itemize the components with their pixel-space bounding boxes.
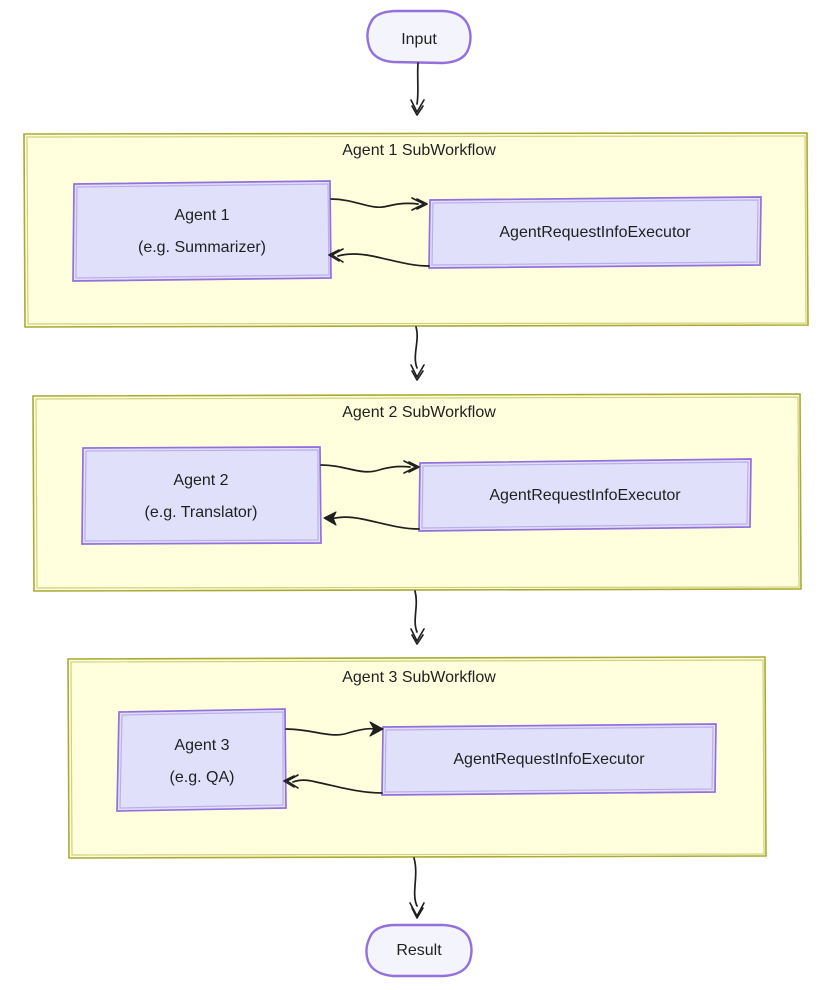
node-executor-1[interactable]: AgentRequestInfoExecutor — [428, 196, 762, 269]
arrow-head-icon — [369, 721, 384, 737]
node-executor-3[interactable]: AgentRequestInfoExecutor — [381, 723, 717, 796]
node-result[interactable]: Result — [365, 923, 473, 978]
edge-line — [413, 857, 418, 907]
edge-line — [330, 198, 419, 208]
arrow-head-icon — [411, 105, 424, 116]
agent-3-rect — [116, 708, 287, 812]
node-agent-3[interactable]: Agent 3 (e.g. QA) — [116, 708, 287, 812]
arrow-head-icon — [410, 364, 425, 378]
edge-input-to-sub1 — [410, 62, 425, 116]
arrow-head-icon — [286, 774, 299, 789]
result-shape — [365, 923, 473, 978]
edge-exec2-to-agent2 — [323, 511, 420, 530]
node-agent-2[interactable]: Agent 2 (e.g. Translator) — [81, 446, 322, 545]
executor-3-rect-sketch — [384, 726, 714, 793]
arrow-head-icon — [283, 775, 295, 788]
edge-line — [337, 253, 430, 267]
arrow-head-icon — [403, 460, 417, 474]
edge-exec3-to-agent3 — [283, 774, 383, 794]
cluster-agent-2-subworkflow[interactable]: Agent 2 SubWorkflow Agent 2 (e.g. Transl… — [32, 393, 802, 592]
arrow-head-icon — [408, 461, 420, 473]
edge-line — [285, 727, 376, 736]
agent-2-rect-sketch — [84, 449, 319, 542]
edge-sub3-to-result — [409, 857, 425, 919]
executor-1-rect-sketch — [431, 199, 759, 266]
arrow-head-icon — [323, 511, 337, 526]
edge-line — [414, 590, 418, 633]
executor-3-rect — [381, 723, 717, 796]
input-shape — [366, 9, 472, 65]
arrow-head-icon — [411, 197, 425, 211]
agent-1-rect-sketch — [75, 183, 330, 279]
agent-3-rect-sketch — [119, 711, 284, 809]
arrow-head-icon — [411, 907, 424, 919]
arrow-head-icon — [331, 248, 344, 263]
edge-line — [416, 62, 419, 105]
executor-2-rect — [418, 458, 752, 532]
executor-2-rect-sketch — [421, 461, 749, 529]
node-input[interactable]: Input — [366, 9, 472, 65]
cluster-agent-1-subworkflow[interactable]: Agent 1 SubWorkflow Agent 1 (e.g. Summar… — [23, 132, 809, 328]
arrow-head-icon — [410, 628, 425, 642]
arrow-head-icon — [410, 99, 425, 113]
agent-1-rect — [72, 180, 332, 282]
arrow-head-icon — [411, 370, 424, 381]
edge-line — [330, 516, 420, 530]
node-executor-2[interactable]: AgentRequestInfoExecutor — [418, 458, 752, 532]
cluster-agent-3-subworkflow[interactable]: Agent 3 SubWorkflow Agent 3 (e.g. QA) Ag… — [67, 656, 767, 859]
agent-2-rect — [81, 446, 322, 545]
edge-agent2-to-exec2 — [320, 460, 420, 474]
edge-line — [292, 779, 383, 794]
cluster-1-rect-sketch — [26, 135, 807, 325]
node-agent-1[interactable]: Agent 1 (e.g. Summarizer) — [72, 180, 332, 282]
edge-line — [320, 464, 411, 473]
edge-agent3-to-exec3 — [285, 721, 384, 737]
arrow-head-icon — [328, 249, 340, 262]
arrow-head-icon — [416, 198, 428, 210]
edge-sub2-to-sub3 — [410, 590, 425, 645]
edge-agent1-to-exec1 — [330, 197, 428, 211]
edge-sub1-to-sub2 — [410, 326, 425, 381]
arrow-head-icon — [411, 634, 424, 645]
edge-line — [414, 326, 418, 369]
executor-1-rect — [428, 196, 762, 269]
edge-exec1-to-agent1 — [328, 248, 430, 267]
cluster-2-rect-sketch — [35, 396, 800, 589]
cluster-3-rect-sketch — [70, 659, 765, 856]
